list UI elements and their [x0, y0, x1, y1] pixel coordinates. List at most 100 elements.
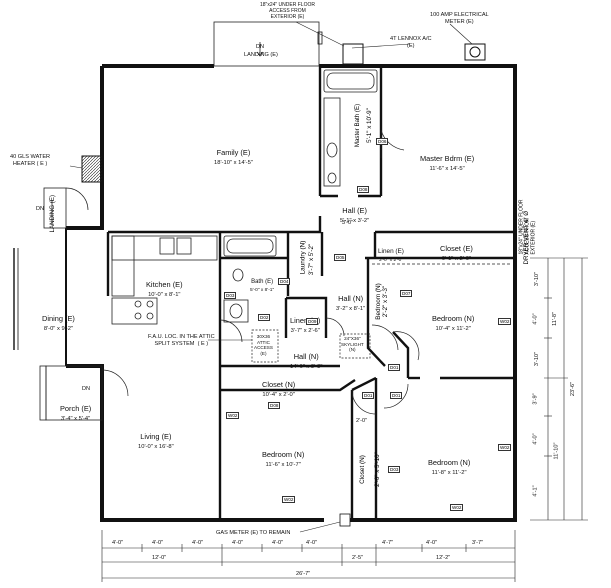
electrical-meter — [464, 43, 486, 61]
water-heater-note: 40 GLS WATER HEATER ( E ) — [10, 154, 51, 167]
room-bedroom-n-closet-size: 2'-2" x 3'-3" — [382, 285, 390, 318]
landing-top — [213, 21, 320, 67]
bottom-dim-mid: 4'-0" — [272, 540, 284, 546]
tag-d04: D04 — [278, 278, 291, 285]
electrical-meter-note: 100 AMP ELECTRICAL METER (E) — [430, 12, 489, 25]
room-hall-e: Hall (E)5'-1" x 3'-2" — [340, 206, 370, 225]
tag-d01a: D01 — [388, 364, 401, 371]
bottom-dim-total: 26'-7" — [296, 571, 311, 577]
underfloor-right-note: 18"x24" UNDER FLOOR ACCESS FROM EXTERIOR… — [518, 199, 537, 255]
room-master-bath-size: 5'-1" x 10'-9" — [365, 108, 373, 143]
right-dim-col2: 11'-8" — [551, 312, 558, 326]
tag-d01b: D01 — [362, 392, 375, 399]
water-heater-box — [81, 155, 103, 183]
skylight-outline — [339, 333, 371, 359]
bottom-dim-row1: 3'-7" — [472, 540, 484, 546]
room-closet-n-vert: Closet (N) — [358, 455, 366, 484]
room-closet-n-vert-size: 2'-0" x 5'-10" — [373, 452, 381, 487]
bottom-dim-row2: 2'-5" — [352, 555, 364, 561]
gas-meter — [339, 513, 351, 527]
tag-d09: D09 — [306, 318, 319, 325]
right-dimension-lines — [530, 257, 588, 521]
bottom-dim-mid: 4'-0" — [232, 540, 244, 546]
tag-d01c: D01 — [390, 392, 403, 399]
room-living: Living (E)10'-0" x 16'-8" — [138, 432, 174, 451]
underfloor-access-top — [317, 31, 323, 45]
room-master-bath: Master Bath (E) — [354, 103, 362, 148]
tag-w01: W02 — [498, 318, 512, 325]
gas-meter-note: GAS METER (E) TO REMAIN — [216, 530, 291, 536]
right-dim-col1: 3'-9" — [532, 393, 539, 405]
room-linen-n: Linen (N)3'-7" x 2'-6" — [290, 316, 320, 335]
tag-d06: D06 — [376, 138, 389, 145]
right-dim-col1: 4'-0" — [532, 313, 539, 325]
room-bedroom-n-left: Bedroom (N)11'-6" x 10'-7" — [262, 450, 305, 469]
tag-w04: W02 — [282, 496, 296, 503]
right-dim-col1: 3'-10" — [534, 271, 541, 287]
bottom-dim-row1: 4'-0" — [112, 540, 124, 546]
tag-w03: W02 — [450, 504, 464, 511]
bottom-dim-mid: 4'-0" — [306, 540, 318, 546]
room-hall-n-center: Hall (N)14'-6" x 3'-3" — [290, 352, 323, 371]
room-linen-e: Linen (E)3'-0" x 2'-0" — [378, 248, 404, 264]
bottom-dim-row1: 4'-0" — [192, 540, 204, 546]
bottom-dim-row1: 4'-0" — [152, 540, 164, 546]
leader-lines — [69, 21, 473, 341]
gas-meter-leader — [299, 521, 341, 533]
dim-3-0: 3'-0" — [342, 220, 354, 226]
attic-access-note: 30X36 ATTIC ACCESS (E) — [254, 334, 273, 356]
bath-fixtures — [223, 235, 277, 323]
room-bedroom-n-closet: Bedroom (N) — [374, 283, 382, 320]
tag-d08-mid: D08 — [268, 402, 281, 409]
landing-top-label: LANDING (E) — [244, 52, 278, 58]
tag-d07: D07 — [400, 290, 413, 297]
room-bedroom-n-top: Bedroom (N)10'-4" x 11'-2" — [432, 314, 475, 333]
right-dim-total: 23'-6" — [570, 381, 577, 397]
dn-top: DN — [256, 44, 265, 50]
skylight-note: 24"X36" SKYLIGHT (N) — [341, 336, 364, 352]
landing-left — [43, 187, 67, 229]
tag-w02: W02 — [498, 444, 512, 451]
interior-walls — [106, 66, 515, 520]
dn-left: DN — [36, 206, 45, 212]
room-laundry: Laundry (N) — [299, 240, 307, 275]
bottom-dim-row2: 12'-0" — [152, 555, 167, 561]
room-kitchen: Kitchen (E)10'-0" x 8'-1" — [146, 280, 183, 299]
attic-access-outline — [251, 329, 279, 363]
room-master-bdrm: Master Bdrm (E)11'-6" x 14'-5" — [420, 154, 475, 173]
dim-2-0: 2'-0" — [356, 418, 368, 424]
right-dim-col1: 4'-1" — [532, 485, 539, 497]
room-porch: Porch (E)3'-4" x 5'-4" — [60, 404, 92, 423]
room-family: Family (E)18'-10" x 14'-5" — [214, 148, 253, 167]
room-bath: Bath (E)5'-0" x 8'-1" — [250, 279, 275, 294]
bottom-dim-row2: 12'-2" — [436, 555, 451, 561]
room-dining: Dining (E)8'-0" x 9'-2" — [42, 314, 75, 333]
right-dim-col1: 3'-10" — [534, 351, 541, 367]
fau-note: F.A.U. LOC. IN THE ATTIC SPLIT SYSTEM ( … — [148, 334, 215, 347]
ac-unit — [342, 43, 364, 65]
room-laundry-size: 3'-7" x 5'-2" — [308, 243, 316, 276]
dn-porch: DN — [82, 386, 91, 392]
lennox-note: 4T LENNOX A/C (E) — [390, 36, 432, 49]
porch-outline — [39, 365, 103, 421]
bottom-dim-row1: 4'-7" — [382, 540, 394, 546]
tag-w05: W02 — [226, 412, 240, 419]
master-bath-fixtures — [323, 69, 378, 187]
underfloor-top-note: 18"x24" UNDER FLOOR ACCESS FROM EXTERIOR… — [260, 2, 315, 20]
bottom-dim-row1: 4'-0" — [426, 540, 438, 546]
bottom-dimension-lines — [101, 530, 516, 582]
tag-d02: D02 — [258, 314, 271, 321]
tag-d03b: D03 — [388, 466, 401, 473]
tag-d03: D03 — [224, 292, 237, 299]
room-bedroom-n-right: Bedroom (N)11'-8" x 11'-2" — [428, 458, 471, 477]
exterior-walls — [13, 64, 517, 522]
room-hall-n-top: Hall (N)3'-2" x 8'-1" — [336, 294, 366, 313]
tag-d08-top: D08 — [357, 186, 370, 193]
right-dim-col1: 4'-0" — [532, 433, 539, 445]
landing-left-label: LANDING (E) — [49, 194, 57, 233]
door-swings — [65, 129, 420, 415]
room-closet-n-left: Closet (N)10'-4" x 2'-0" — [262, 380, 296, 399]
kitchen-fixtures — [111, 235, 218, 325]
room-closet-e: Closet (E)9'-1" x 2'-0" — [440, 244, 473, 263]
